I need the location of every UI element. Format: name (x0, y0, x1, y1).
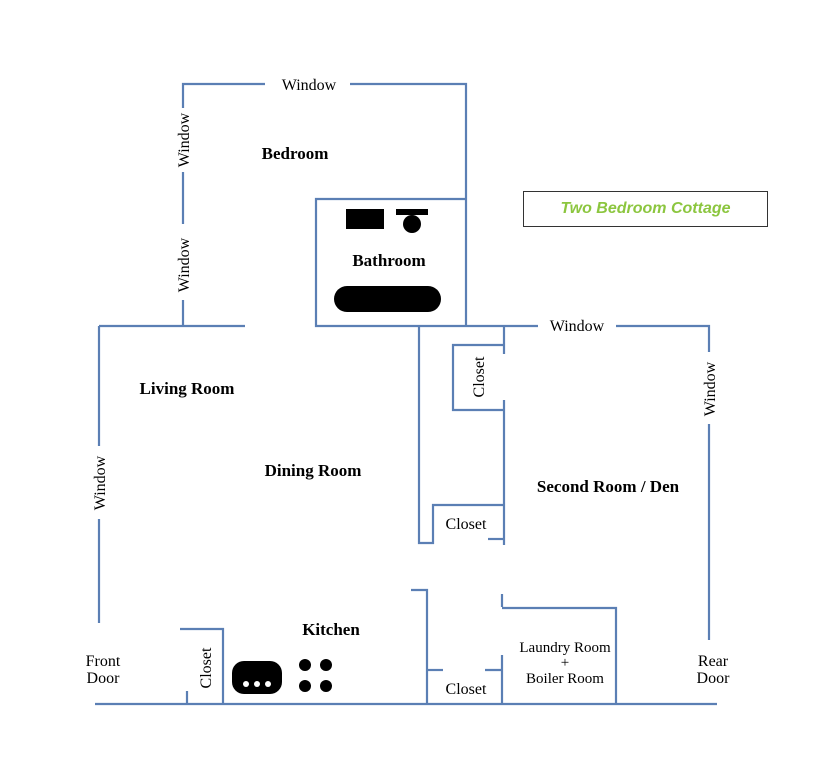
window-label-second-room-right: Window (702, 361, 719, 416)
room-labels: Bedroom Bathroom Living Room Dining Room… (140, 144, 680, 687)
stove-burner-icon (299, 659, 311, 671)
sink-drain-dot (243, 681, 249, 687)
front-door-label-line2: Door (87, 670, 121, 687)
bedroom-top-wall-left (181, 82, 265, 100)
bedroom-top-wall-right (350, 82, 468, 326)
window-label-living-room: Window (92, 455, 109, 510)
kitchen-closet-wall (180, 627, 225, 704)
second-room-top-wall (616, 324, 711, 352)
hallway-wall (417, 326, 503, 545)
kitchen-right-wall (411, 588, 429, 704)
living-room-label: Living Room (140, 379, 235, 398)
stove-burner-icon (299, 680, 311, 692)
second-room-label: Second Room / Den (537, 477, 680, 496)
window-label-second-room-top: Window (550, 318, 605, 335)
bathroom-wall (314, 197, 466, 328)
rear-door-label-line1: Rear (698, 653, 729, 670)
front-door-label-line1: Front (86, 653, 121, 670)
bathroom-label: Bathroom (352, 251, 425, 270)
plan-title-text: Two Bedroom Cottage (560, 200, 731, 217)
closet-label-lower: Closet (446, 681, 487, 698)
bathtub-icon (334, 286, 441, 312)
kitchen-label: Kitchen (302, 620, 360, 639)
toilet-bowl-icon (403, 215, 421, 233)
stove-burner-icon (320, 659, 332, 671)
kitchen-sink-icon (232, 661, 282, 694)
feature-labels: Window Window Window Window Window Windo… (86, 77, 730, 698)
window-label-bedroom-left-upper: Window (176, 112, 193, 167)
bedroom-label: Bedroom (262, 144, 329, 163)
walls (95, 82, 717, 706)
laundry-plus-label: + (561, 655, 569, 671)
bathroom-sink-icon (346, 209, 384, 229)
plan-title: Two Bedroom Cottage (523, 191, 768, 227)
laundry-top-wall (502, 606, 618, 704)
closet-label-hallway: Closet (446, 516, 487, 533)
closet-label-kitchen: Closet (198, 647, 215, 688)
sink-drain-dot (265, 681, 271, 687)
dining-room-label: Dining Room (265, 461, 362, 480)
rear-door-label-line2: Door (697, 670, 731, 687)
upper-closet-wall (451, 343, 504, 412)
laundry-room-label: Laundry Room (519, 640, 611, 656)
window-label-bedroom-left-lower: Window (176, 237, 193, 292)
sink-drain-dot (254, 681, 260, 687)
window-label-bedroom-top: Window (282, 77, 337, 94)
stove-burner-icon (320, 680, 332, 692)
toilet-tank-icon (396, 209, 428, 215)
closet-label-upper: Closet (471, 356, 488, 397)
boiler-room-label: Boiler Room (526, 671, 604, 687)
fixtures (232, 209, 441, 694)
